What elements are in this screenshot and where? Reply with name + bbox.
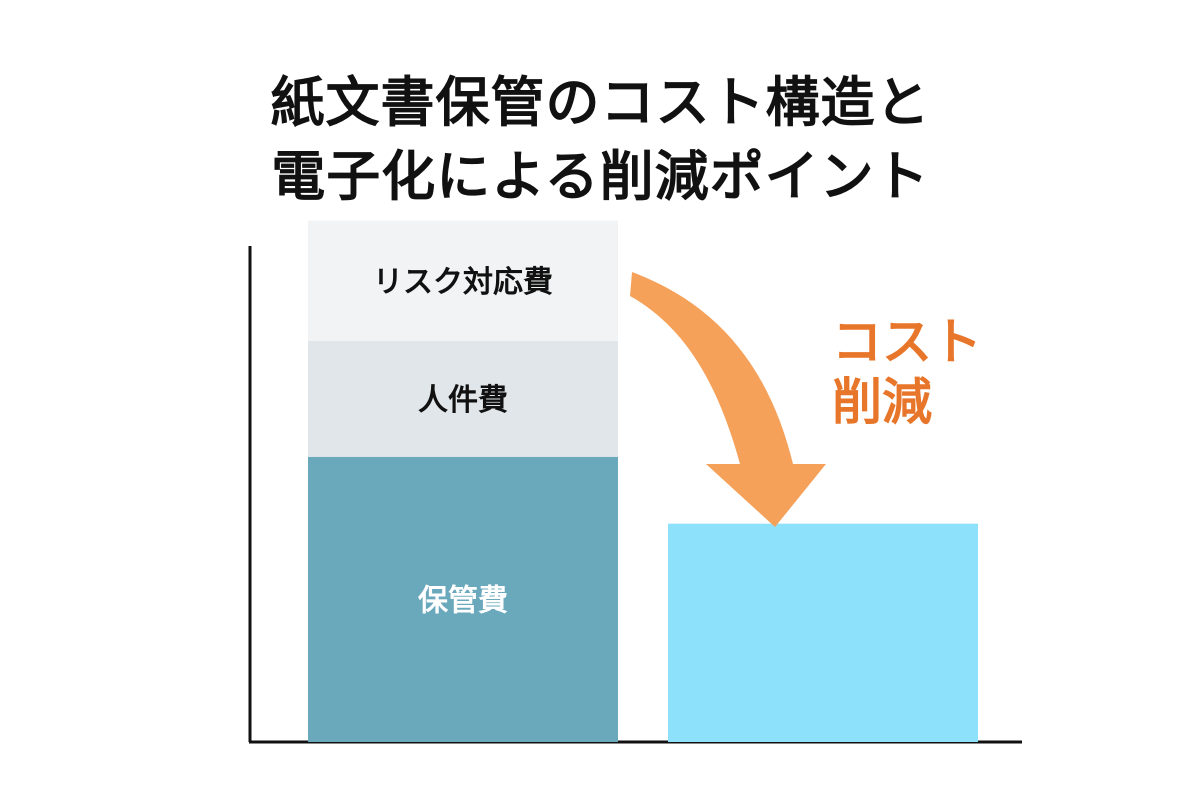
reduction-arrow (630, 272, 826, 527)
bar-segment-0-1 (308, 340, 618, 457)
chart-title-line-2: 電子化による削減ポイント (271, 145, 930, 208)
bar-segment-1-3 (668, 523, 978, 742)
bar-segment-0-2 (308, 220, 618, 341)
bar-segment-label-1: 人件費 (418, 383, 508, 418)
bar-segment-label-0: 保管費 (418, 583, 508, 618)
callout-line-2: 削減 (832, 373, 932, 431)
callout-line-1: コスト (832, 313, 982, 371)
bar-segment-0-0 (308, 456, 618, 742)
chart-title-line-1: 紙文書保管のコスト構造と (270, 71, 931, 134)
cost-reduction-callout: コスト 削減 (832, 312, 982, 432)
bar-segment-label-2: リスク対応費 (373, 265, 553, 300)
